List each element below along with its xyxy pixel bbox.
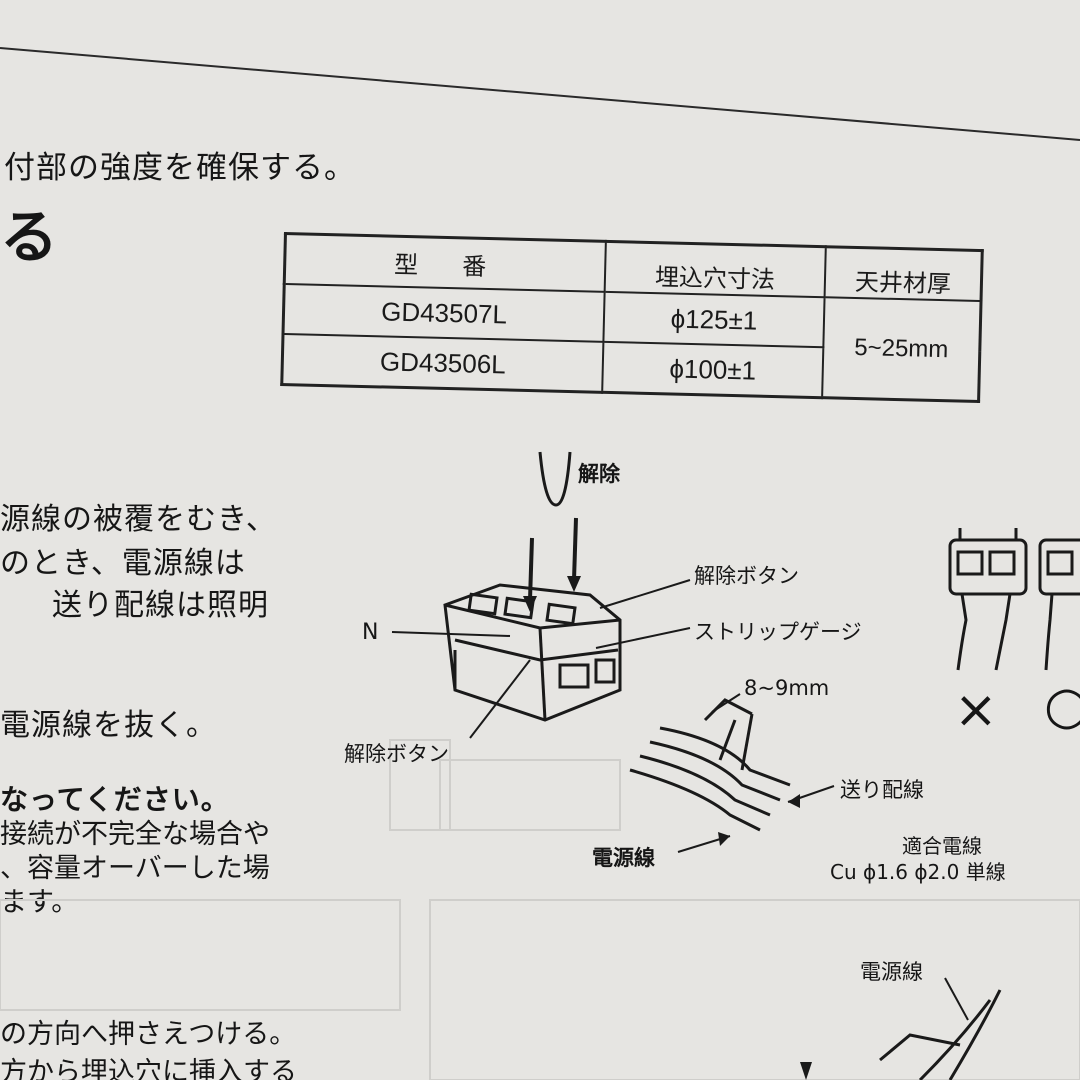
pull-instruction: 電源線を抜く。 <box>0 708 217 743</box>
insert-instruction: 方から埋込穴に挿入する <box>0 1057 297 1080</box>
caution-heading: なってください。 <box>0 783 230 816</box>
strip-instruction-line2: のとき、電源線は <box>0 546 246 581</box>
release-button-top-label: 解除ボタン <box>694 564 799 588</box>
section-heading-fragment: る <box>0 203 59 271</box>
release-button-bottom-label: 解除ボタン <box>344 742 449 766</box>
press-instruction: の方向へ押さえつける。 <box>0 1019 297 1050</box>
right-mark: ○ <box>1044 676 1080 736</box>
strip-length-label: 8~9mm <box>744 676 830 700</box>
strip-instruction-line1: 源線の被覆をむき、 <box>0 502 277 537</box>
release-label: 解除 <box>578 462 620 486</box>
neutral-label: N <box>362 620 379 645</box>
caution-line1: 接続が不完全な場合や <box>0 819 270 850</box>
feed-wire-label: 送り配線 <box>840 778 924 802</box>
power-wire-label: 電源線 <box>592 846 655 870</box>
strip-instruction-line3: 送り配線は照明 <box>52 588 269 623</box>
caution-line2: 、容量オーバーした場 <box>0 853 270 884</box>
caution-line3: ます。 <box>0 887 79 918</box>
power-wire-bottom-label: 電源線 <box>860 960 923 984</box>
strength-line: 付部の強度を確保する。 <box>4 150 356 186</box>
compatible-wire-spec: Cu ϕ1.6 ϕ2.0 単線 <box>830 860 1006 884</box>
compatible-wire-title: 適合電線 <box>902 834 982 858</box>
wrong-mark: × <box>954 680 998 740</box>
strip-gauge-label: ストリップゲージ <box>694 620 862 644</box>
